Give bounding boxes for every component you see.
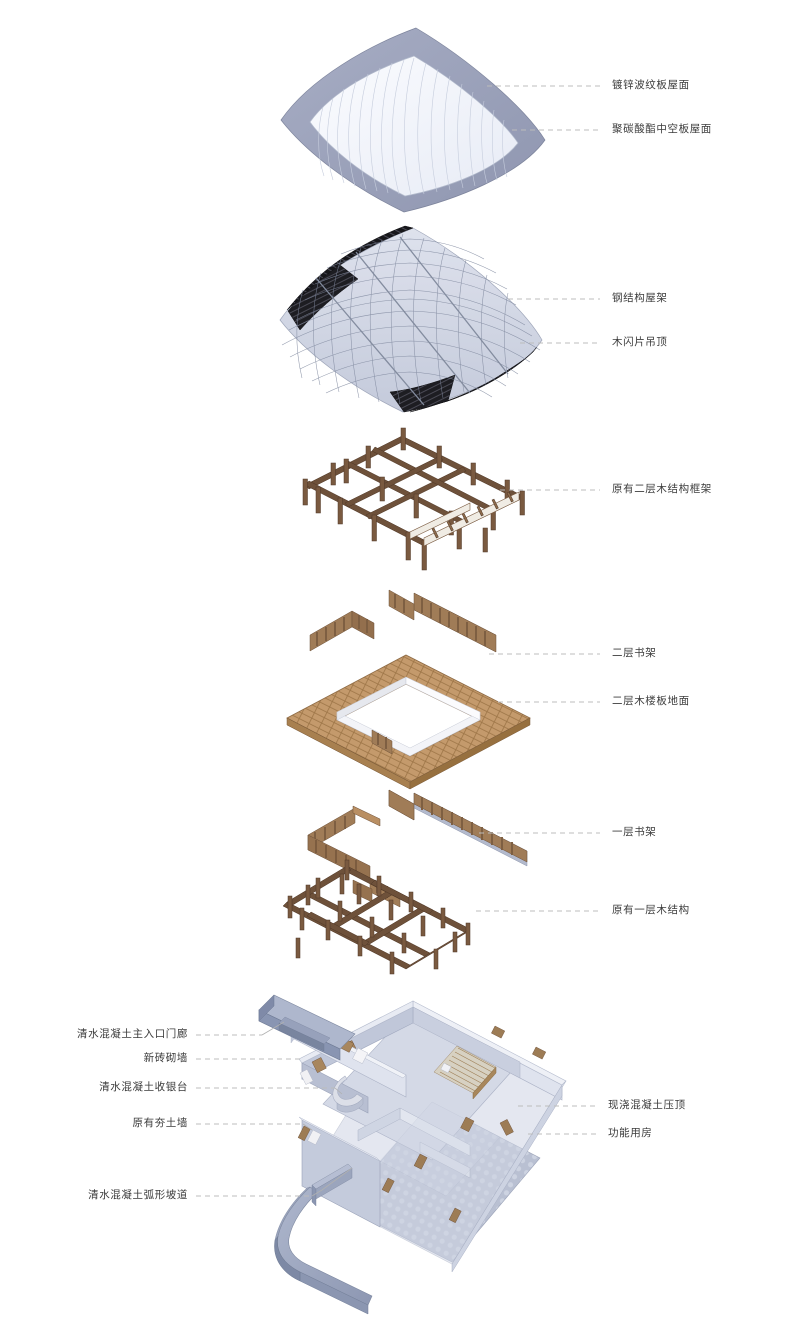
label-cashier-counter: 清水混凝土收银台 xyxy=(99,1081,188,1093)
shelf-1f-ne xyxy=(413,792,528,863)
wood-slat-ceiling-se xyxy=(409,346,538,413)
label-wood-frame-2f: 原有二层木结构框架 xyxy=(612,483,712,495)
layer-roof-assembly xyxy=(280,27,546,213)
label-steel-truss: 钢结构屋架 xyxy=(612,292,668,304)
curved-ramp xyxy=(274,1163,373,1315)
label-shelf-1f: 一层书架 xyxy=(612,826,657,838)
coping-face xyxy=(451,1084,563,1273)
layer-wood-frame-1f xyxy=(282,859,471,975)
wall-sw-top xyxy=(298,1116,381,1162)
shelf-1f-n-stub xyxy=(388,789,415,821)
floor-2f-plank xyxy=(286,654,531,783)
wood-slat-ceiling-nw xyxy=(286,225,414,311)
leader-lines xyxy=(196,85,600,1197)
label-rammed-earth: 原有夯土墙 xyxy=(132,1117,188,1129)
partition-2 xyxy=(357,1107,401,1142)
leader-ticks xyxy=(261,1021,353,1197)
layer-wood-frame-2f xyxy=(302,427,525,571)
label-brick-wall: 新砖砌墙 xyxy=(143,1052,188,1064)
label-shelf-2f: 二层书架 xyxy=(612,647,657,659)
label-roof-metal: 镀锌波纹板屋面 xyxy=(612,79,690,91)
balustrade-2f xyxy=(409,491,520,547)
label-curved-ramp: 清水混凝土弧形坡道 xyxy=(88,1189,188,1201)
shelf-1f-beam xyxy=(352,805,381,827)
layer-steel-truss xyxy=(279,225,543,413)
truss-grid xyxy=(281,233,541,405)
floor-2f-edge-se xyxy=(409,717,531,790)
wood-posts-2f xyxy=(302,427,525,571)
label-function-rooms: 功能用房 xyxy=(608,1127,653,1139)
staircase xyxy=(433,1045,497,1100)
floor-2f-void-wall-ne xyxy=(405,676,481,721)
label-wood-slat-ceiling: 木闪片吊顶 xyxy=(612,336,668,348)
label-entry-porch: 清水混凝土主入口门廊 xyxy=(77,1028,188,1040)
wood-slat-ceiling-nw2 xyxy=(287,264,359,331)
label-concrete-coping: 现浇混凝土压顶 xyxy=(608,1099,686,1111)
label-wood-frame-1f: 原有一层木结构 xyxy=(612,904,690,916)
wood-beams-1f xyxy=(282,865,471,970)
truss-main-beams xyxy=(315,236,509,406)
bookshelf-2f-group xyxy=(309,589,497,653)
roof-pc-ribs xyxy=(318,57,508,196)
wood-posts-1f xyxy=(287,859,471,975)
label-roof-pc: 聚碳酸酯中空板屋面 xyxy=(612,123,712,135)
roof-pc-panel xyxy=(309,55,519,197)
layer-2f-shelves-and-floor xyxy=(286,589,531,821)
wood-slat-ceiling-se2 xyxy=(389,374,456,413)
partition-3 xyxy=(419,1141,471,1179)
layer-ground-base xyxy=(258,994,567,1315)
label-floor-2f: 二层木楼板地面 xyxy=(612,695,690,707)
entry-porch xyxy=(258,994,356,1061)
